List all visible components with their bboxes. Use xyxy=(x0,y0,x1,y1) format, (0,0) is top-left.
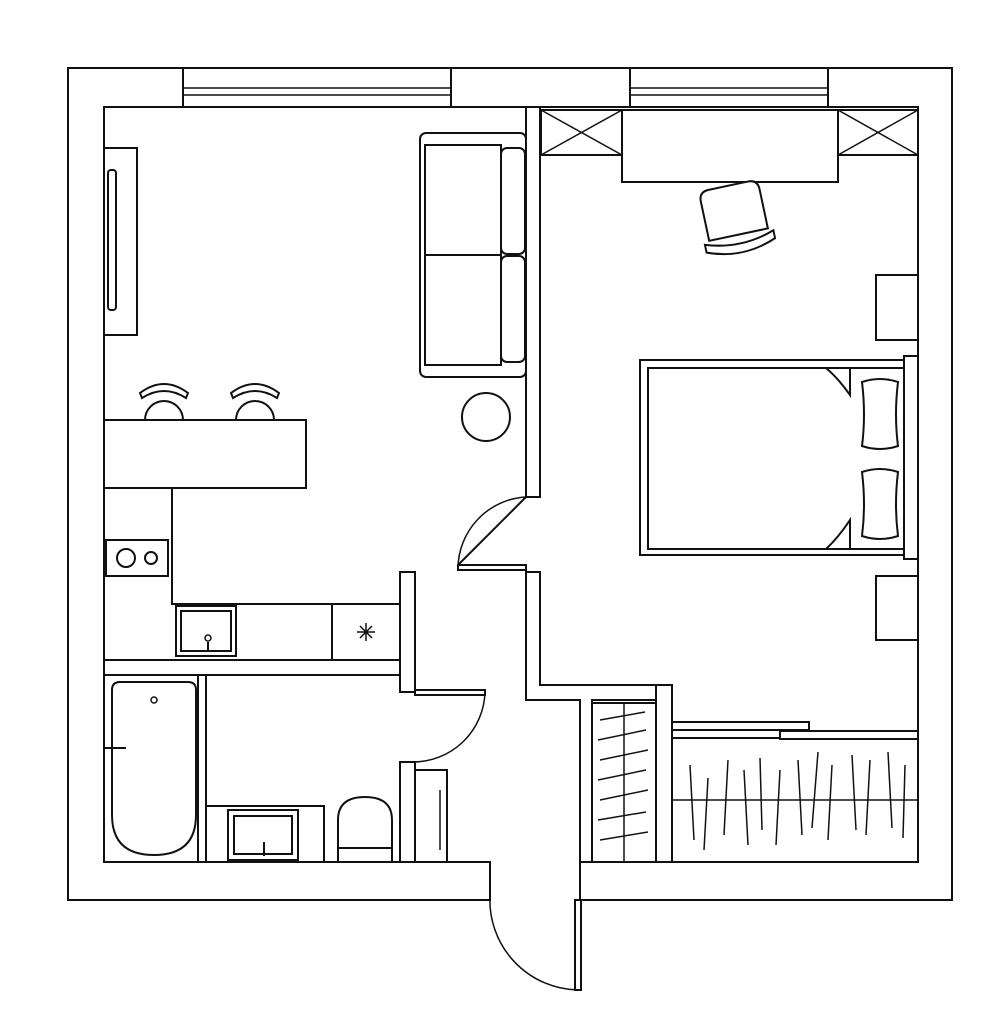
nightstand-bottom xyxy=(875,575,919,641)
wardrobe-small xyxy=(591,702,657,863)
bar-counter xyxy=(103,419,307,489)
wall-bath-lower xyxy=(399,761,416,863)
toilet xyxy=(337,795,393,863)
wall-kitchen-bath xyxy=(103,659,416,676)
washing-machine xyxy=(414,769,448,863)
storage-box-right xyxy=(837,109,919,156)
wall-bath-inner xyxy=(197,674,207,863)
stove-burner-icon xyxy=(116,548,136,568)
bathroom-sink xyxy=(205,805,325,863)
sofa xyxy=(419,132,527,378)
nightstand-top xyxy=(875,274,919,341)
wall-wardrobe-divider xyxy=(655,684,673,863)
door-entrance[interactable] xyxy=(489,894,582,991)
bar-stool xyxy=(138,383,190,421)
stove xyxy=(105,539,169,577)
window-bedroom xyxy=(629,67,829,108)
window-living xyxy=(182,67,452,108)
wardrobe-large xyxy=(671,721,919,863)
door-bathroom[interactable] xyxy=(412,689,486,763)
bed xyxy=(639,355,919,560)
coffee-table xyxy=(461,392,511,442)
tv-unit xyxy=(103,147,138,336)
wall-living-bedroom-upper xyxy=(525,106,541,498)
snowflake-icon xyxy=(357,623,375,641)
desk xyxy=(621,109,839,183)
kitchen-sink xyxy=(175,605,237,657)
wall-corridor-right xyxy=(525,571,671,863)
wall-bath-upper xyxy=(399,571,416,693)
desk-chair xyxy=(699,180,777,256)
door-bedroom[interactable] xyxy=(457,496,527,571)
stove-burner-icon xyxy=(144,551,158,565)
bar-stool xyxy=(229,383,281,421)
storage-box-left xyxy=(540,109,623,156)
bathtub xyxy=(103,674,199,863)
